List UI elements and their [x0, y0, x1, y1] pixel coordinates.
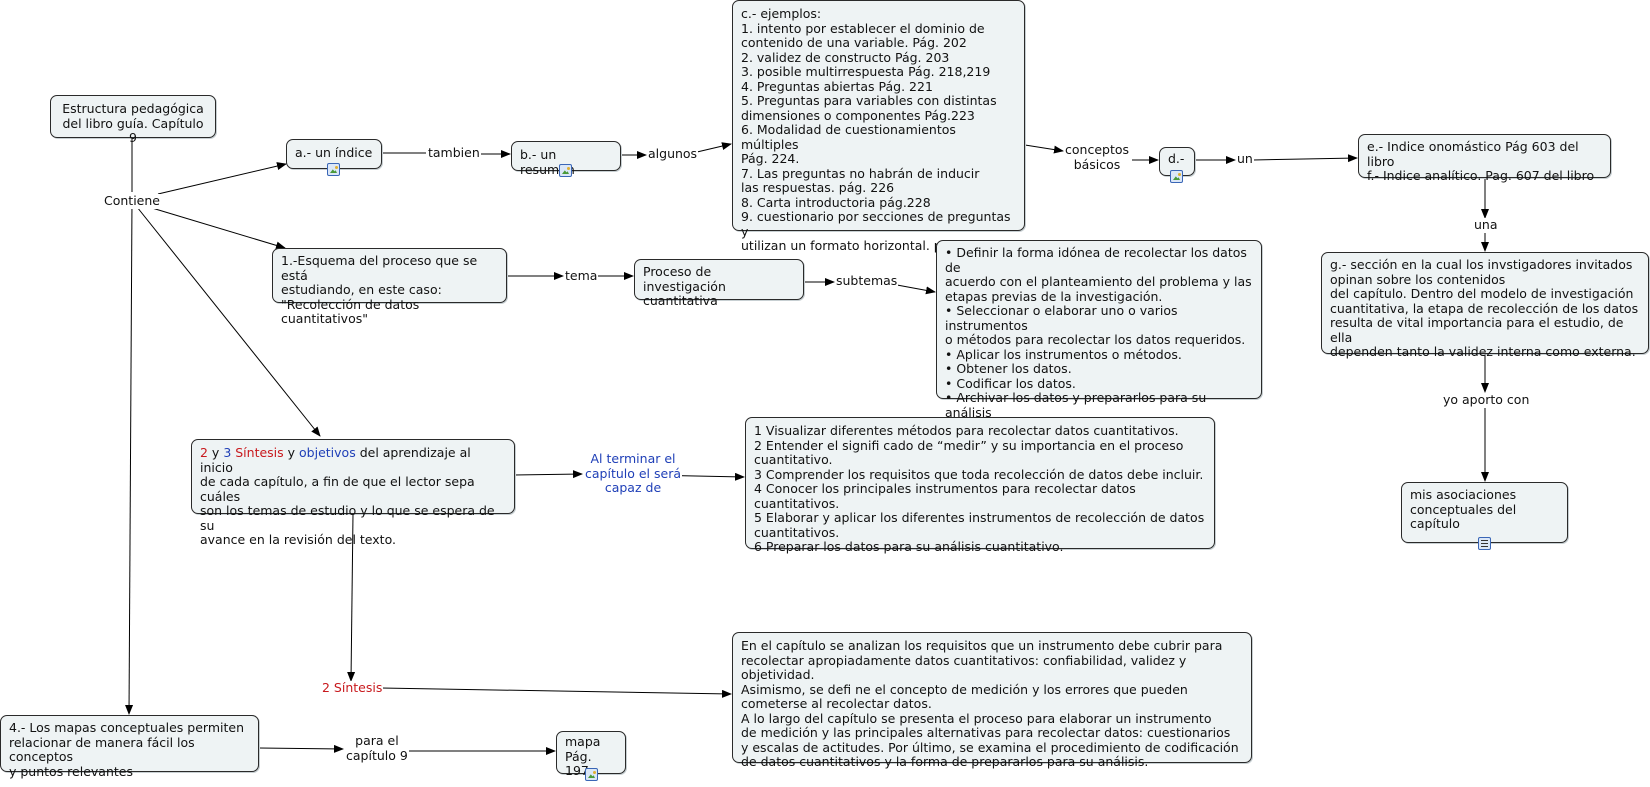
number-2: 2: [200, 445, 208, 460]
label-tambien: tambien: [427, 145, 481, 161]
node-esquema[interactable]: 1.-Esquema del proceso que se está estud…: [272, 248, 507, 326]
node-root[interactable]: Estructura pedagógica del libro guía. Ca…: [50, 95, 216, 145]
conjunction: y: [283, 445, 300, 460]
link-contiene-esquema: [151, 207, 286, 250]
link-sintesisobj-alterminar: [513, 470, 583, 479]
node-asociaciones[interactable]: mis asociaciones conceptuales del capítu…: [1401, 482, 1568, 543]
objetivos-word: objetivos: [299, 445, 356, 460]
label-un: un: [1236, 151, 1254, 167]
link-ejemplos-conceptos: [1024, 144, 1064, 154]
link-contiene-sintesisobj: [136, 206, 321, 437]
image-icon[interactable]: [1170, 170, 1183, 183]
link-un-indices: [1252, 154, 1358, 163]
link-mapas-parael: [258, 744, 344, 753]
label-conceptos-basicos: conceptos básicos: [1064, 142, 1131, 172]
link-contiene-indice: [157, 162, 287, 195]
link-subtemas-list: [896, 284, 936, 295]
node-ejemplos[interactable]: c.- ejemplos: 1. intento por establecer …: [732, 0, 1025, 253]
node-proceso[interactable]: Proceso de investigación cuantitativa: [634, 259, 804, 308]
node-objetivos-list[interactable]: 1 Visualizar diferentes métodos para rec…: [745, 417, 1215, 554]
node-seccion[interactable]: g.- sección en la cual los invstigadores…: [1321, 252, 1649, 359]
link-algunos-ejemplos: [696, 142, 732, 153]
link-dossintesis-text: [380, 687, 732, 698]
conjunction: y: [207, 445, 224, 460]
node-mapas[interactable]: 4.- Los mapas conceptuales permiten rela…: [0, 715, 259, 778]
label-una: una: [1473, 217, 1499, 233]
image-icon[interactable]: [559, 164, 572, 177]
label-tema: tema: [564, 268, 599, 284]
label-2-sintesis: 2 Síntesis: [321, 680, 384, 696]
note-icon[interactable]: [1478, 537, 1491, 550]
sintesis-word: Síntesis: [235, 445, 284, 460]
label-algunos: algunos: [647, 146, 699, 162]
image-icon[interactable]: [585, 768, 598, 781]
label-contiene: Contiene: [103, 193, 161, 209]
label-al-terminar: Al terminar el capítulo el será capaz de: [584, 451, 682, 496]
label-yo-aporto: yo aporto con: [1442, 392, 1531, 408]
label-subtemas: subtemas: [835, 273, 899, 289]
node-mapa[interactable]: mapa Pág. 197: [556, 731, 626, 778]
label-para-el-capitulo: para el capítulo 9: [345, 733, 409, 763]
node-indices[interactable]: e.- Indice onomástico Pág 603 del libro …: [1358, 134, 1611, 183]
number-3: 3: [223, 445, 232, 460]
link-contiene-mapas: [125, 199, 134, 715]
image-icon[interactable]: [327, 163, 340, 176]
node-subtemas-list[interactable]: • Definir la forma idónea de recolectar …: [936, 240, 1262, 434]
node-sintesis-text[interactable]: En el capítulo se analizan los requisito…: [732, 632, 1252, 769]
node-sintesis-objetivos[interactable]: 2 y 3 Síntesis y objetivos del aprendiza…: [191, 439, 515, 547]
link-sintesisobj-dossintesis: [347, 513, 356, 682]
sintesis-objetivos-text: del aprendizaje al inicio de cada capítu…: [200, 445, 495, 547]
